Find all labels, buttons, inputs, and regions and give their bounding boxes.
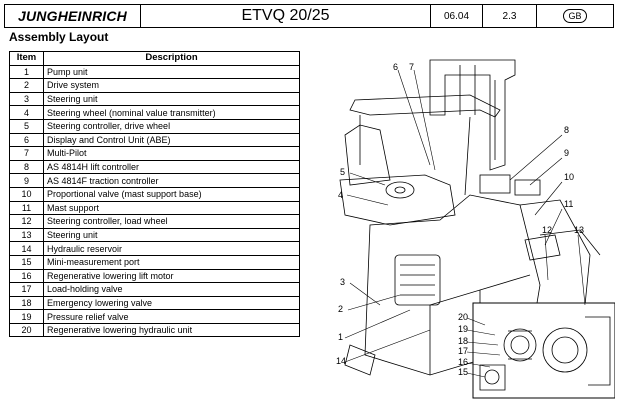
callout-9: 9 xyxy=(564,148,569,158)
page-title: Assembly Layout xyxy=(9,30,109,44)
item-description: Mast support xyxy=(43,200,300,216)
callout-20: 20 xyxy=(458,312,468,322)
item-number: 2 xyxy=(9,78,44,93)
item-number: 20 xyxy=(9,322,44,338)
callout-18: 18 xyxy=(458,336,468,346)
callout-11: 11 xyxy=(564,199,573,209)
item-number: 14 xyxy=(9,241,44,256)
item-description: Regenerative lowering hydraulic unit xyxy=(43,322,300,338)
item-description: Steering controller, drive wheel xyxy=(43,118,300,134)
callout-7: 7 xyxy=(409,62,414,72)
item-number: 11 xyxy=(9,200,44,216)
item-description: Hydraulic reservoir xyxy=(43,241,300,256)
item-description: Pressure relief valve xyxy=(43,309,300,324)
brand-logo: JUNGHEINRICH xyxy=(5,5,141,27)
callout-12: 12 xyxy=(542,225,552,235)
item-number: 19 xyxy=(9,309,44,324)
callout-16: 16 xyxy=(458,357,468,367)
item-description: Multi-Pilot xyxy=(43,146,300,161)
item-number: 18 xyxy=(9,295,44,311)
model-name: ETVQ 20/25 xyxy=(141,5,431,27)
item-number: 8 xyxy=(9,159,44,175)
language-badge: GB xyxy=(537,5,613,27)
callout-17: 17 xyxy=(458,346,468,356)
callout-13: 13 xyxy=(574,225,584,235)
item-number: 3 xyxy=(9,91,44,107)
callout-14: 14 xyxy=(336,356,346,366)
item-number: 10 xyxy=(9,186,44,202)
item-description: AS 4814F traction controller xyxy=(43,173,300,188)
truck-illustration xyxy=(339,59,615,399)
language-code: GB xyxy=(563,9,587,23)
item-number: 7 xyxy=(9,146,44,161)
callout-10: 10 xyxy=(564,172,574,182)
callout-15: 15 xyxy=(458,367,468,377)
item-description: Proportional valve (mast support base) xyxy=(43,186,300,202)
item-number: 15 xyxy=(9,254,44,270)
callout-3: 3 xyxy=(340,277,345,287)
item-number: 5 xyxy=(9,118,44,134)
callout-19: 19 xyxy=(458,324,468,334)
callout-leaders xyxy=(344,69,586,378)
document-date: 06.04 xyxy=(431,5,483,27)
item-description: Regenerative lowering lift motor xyxy=(43,268,300,284)
item-description: Pump unit xyxy=(43,64,300,80)
item-description: Steering unit xyxy=(43,227,300,243)
item-description: Steering unit xyxy=(43,91,300,107)
item-number: 4 xyxy=(9,105,44,120)
callout-6: 6 xyxy=(393,62,398,72)
item-description: Display and Control Unit (ABE) xyxy=(43,132,300,148)
page-header: JUNGHEINRICH ETVQ 20/25 06.04 2.3 GB xyxy=(4,4,614,28)
callout-8: 8 xyxy=(564,125,569,135)
item-number: 9 xyxy=(9,173,44,188)
item-description: Steering controller, load wheel xyxy=(43,214,300,229)
callout-5: 5 xyxy=(340,167,345,177)
item-description: Drive system xyxy=(43,78,300,93)
column-header-description: Description xyxy=(43,51,300,66)
item-number: 13 xyxy=(9,227,44,243)
section-number: 2.3 xyxy=(483,5,537,27)
item-description: Load-holding valve xyxy=(43,282,300,297)
item-number: 6 xyxy=(9,132,44,148)
item-number: 17 xyxy=(9,282,44,297)
item-description: Emergency lowering valve xyxy=(43,295,300,311)
table-header-row: Item Description xyxy=(9,51,300,66)
callout-1: 1 xyxy=(338,332,343,342)
column-header-item: Item xyxy=(9,51,44,66)
item-description: AS 4814H lift controller xyxy=(43,159,300,175)
callout-4: 4 xyxy=(338,190,343,200)
item-number: 16 xyxy=(9,268,44,284)
item-number: 1 xyxy=(9,64,44,80)
item-description: Steering wheel (nominal value transmitte… xyxy=(43,105,300,120)
callout-2: 2 xyxy=(338,304,343,314)
item-number: 12 xyxy=(9,214,44,229)
item-description: Mini-measurement port xyxy=(43,254,300,270)
